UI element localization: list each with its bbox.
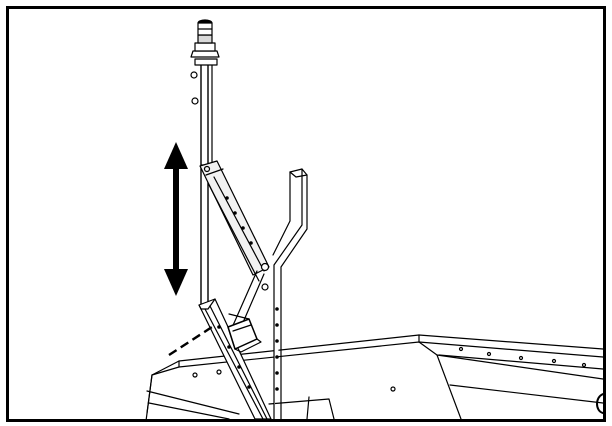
ladder-arm-upper <box>199 160 270 291</box>
guide-post <box>272 168 308 419</box>
hopper-body <box>145 334 603 419</box>
illustration-frame <box>6 6 606 422</box>
vertical-mast <box>190 58 218 310</box>
actuator-housing <box>227 318 262 353</box>
dashed-pointer-line-icon <box>168 325 213 357</box>
machine-line-drawing <box>145 19 603 419</box>
beacon <box>190 19 220 58</box>
up-down-arrow-icon <box>164 142 188 296</box>
ladder-arm-lower <box>198 298 272 419</box>
